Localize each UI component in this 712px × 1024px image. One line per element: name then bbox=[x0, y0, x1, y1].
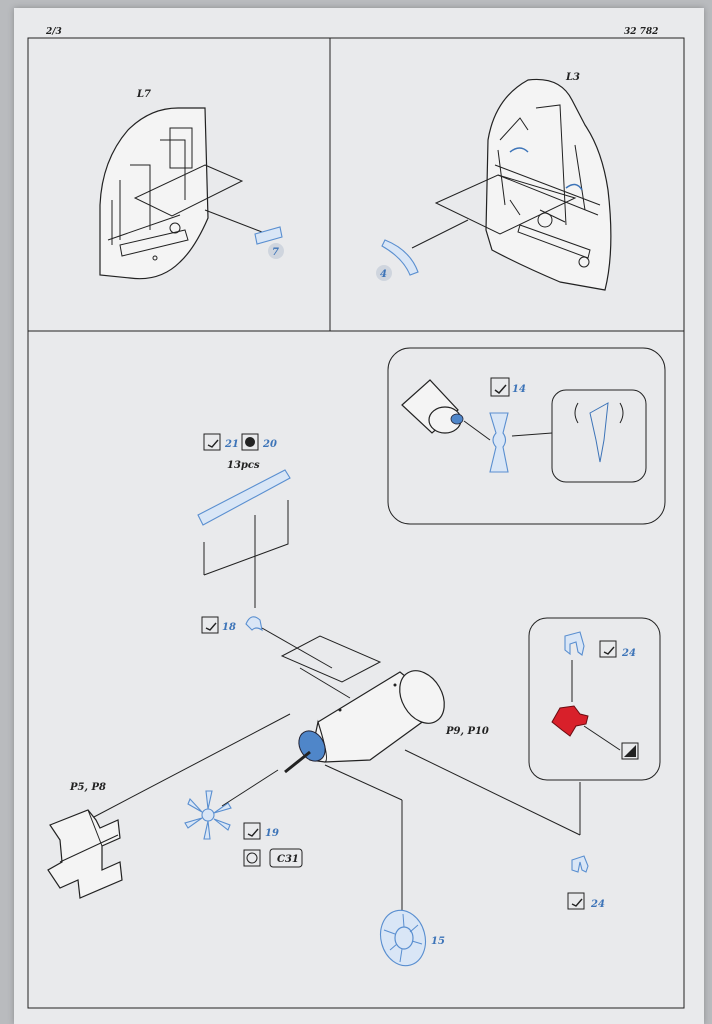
zoom-box bbox=[551, 389, 647, 483]
bend-mark-21 bbox=[207, 439, 219, 448]
placement-plane-l3 bbox=[434, 174, 577, 235]
detail-box-24 bbox=[528, 617, 661, 781]
part-number-24-upper: 24 bbox=[621, 648, 636, 659]
pe-part-19 bbox=[184, 790, 232, 840]
part-number-21: 21 bbox=[224, 439, 239, 450]
placement-plane-l7 bbox=[133, 164, 244, 217]
pe-part-14 bbox=[489, 412, 509, 473]
pe-part-4 bbox=[381, 239, 419, 276]
plastic-mark-c31 bbox=[246, 852, 258, 864]
part-number-24-lower: 24 bbox=[590, 899, 605, 910]
leader-24-lower bbox=[404, 749, 581, 836]
bend-mark-19 bbox=[247, 828, 259, 837]
page-number: 2/3 bbox=[45, 27, 62, 37]
paint-drop-20 bbox=[245, 437, 255, 447]
product-code: 32 782 bbox=[624, 27, 658, 37]
sprue-mark bbox=[624, 745, 636, 757]
plastic-part-p5-p8 bbox=[47, 809, 123, 899]
bend-icon-24-upper bbox=[599, 640, 617, 658]
bend-icon-21 bbox=[203, 433, 221, 451]
bend-icon-18 bbox=[201, 616, 219, 634]
part-badge-4 bbox=[376, 265, 392, 281]
gun-barrel bbox=[284, 670, 445, 774]
part-number-14: 14 bbox=[512, 384, 526, 395]
part-number-19: 19 bbox=[265, 828, 279, 839]
bend-icon-14 bbox=[490, 377, 510, 397]
pe-part-24-lower bbox=[571, 855, 589, 873]
plastic-icon-c31 bbox=[243, 849, 261, 867]
label-c31: C31 bbox=[277, 854, 299, 865]
rail-placement-bracket bbox=[203, 500, 289, 576]
part-number-4: 4 bbox=[380, 269, 387, 280]
label-l7: L7 bbox=[136, 89, 151, 100]
bulkhead-l7 bbox=[99, 107, 209, 280]
part-number-15: 15 bbox=[431, 936, 445, 947]
leader-4 bbox=[411, 219, 469, 249]
detail-box-14 bbox=[387, 347, 666, 525]
zoom-bend-marks bbox=[574, 402, 624, 424]
pe-part-18 bbox=[245, 616, 263, 632]
leader-14 bbox=[463, 420, 491, 441]
part-number-7: 7 bbox=[272, 247, 279, 258]
leader-p5-p8 bbox=[91, 713, 291, 819]
part-number-20: 20 bbox=[262, 439, 277, 450]
bend-icon-19 bbox=[243, 822, 261, 840]
leader-plane-barrel bbox=[299, 667, 351, 699]
red-detail-part bbox=[551, 705, 589, 737]
leader-zoom bbox=[511, 432, 553, 437]
part-box-c31 bbox=[269, 848, 303, 868]
part-badge-7 bbox=[268, 243, 284, 259]
bend-icon-24-lower bbox=[567, 892, 585, 910]
placement-plane-barrel bbox=[280, 635, 382, 683]
bend-mark-14 bbox=[494, 384, 507, 395]
sprue-icon bbox=[621, 742, 639, 760]
leader-sprue bbox=[583, 725, 621, 751]
pe-rail-21 bbox=[197, 469, 291, 526]
pe-part-15 bbox=[379, 909, 427, 967]
label-l3: L3 bbox=[565, 72, 580, 83]
label-p9-p10: P9, P10 bbox=[445, 726, 489, 737]
leader-15-a bbox=[324, 764, 403, 801]
paint-icon-20 bbox=[241, 433, 259, 451]
pe-part-24-upper bbox=[564, 631, 585, 656]
outer-frame bbox=[27, 37, 685, 1009]
pe-part-7 bbox=[254, 226, 283, 245]
leader-7 bbox=[204, 209, 263, 233]
bulkhead-l3 bbox=[485, 78, 612, 291]
label-13pcs: 13pcs bbox=[227, 460, 260, 471]
barrel-detail bbox=[401, 379, 464, 434]
bend-mark-24-lower bbox=[571, 898, 583, 907]
leader-19 bbox=[221, 769, 279, 807]
part-number-18: 18 bbox=[222, 622, 236, 633]
pe-part-14-zoom bbox=[589, 402, 609, 463]
label-p5-p8: P5, P8 bbox=[69, 782, 106, 793]
bend-mark-18 bbox=[205, 622, 217, 631]
bend-mark-24-upper bbox=[603, 646, 615, 655]
